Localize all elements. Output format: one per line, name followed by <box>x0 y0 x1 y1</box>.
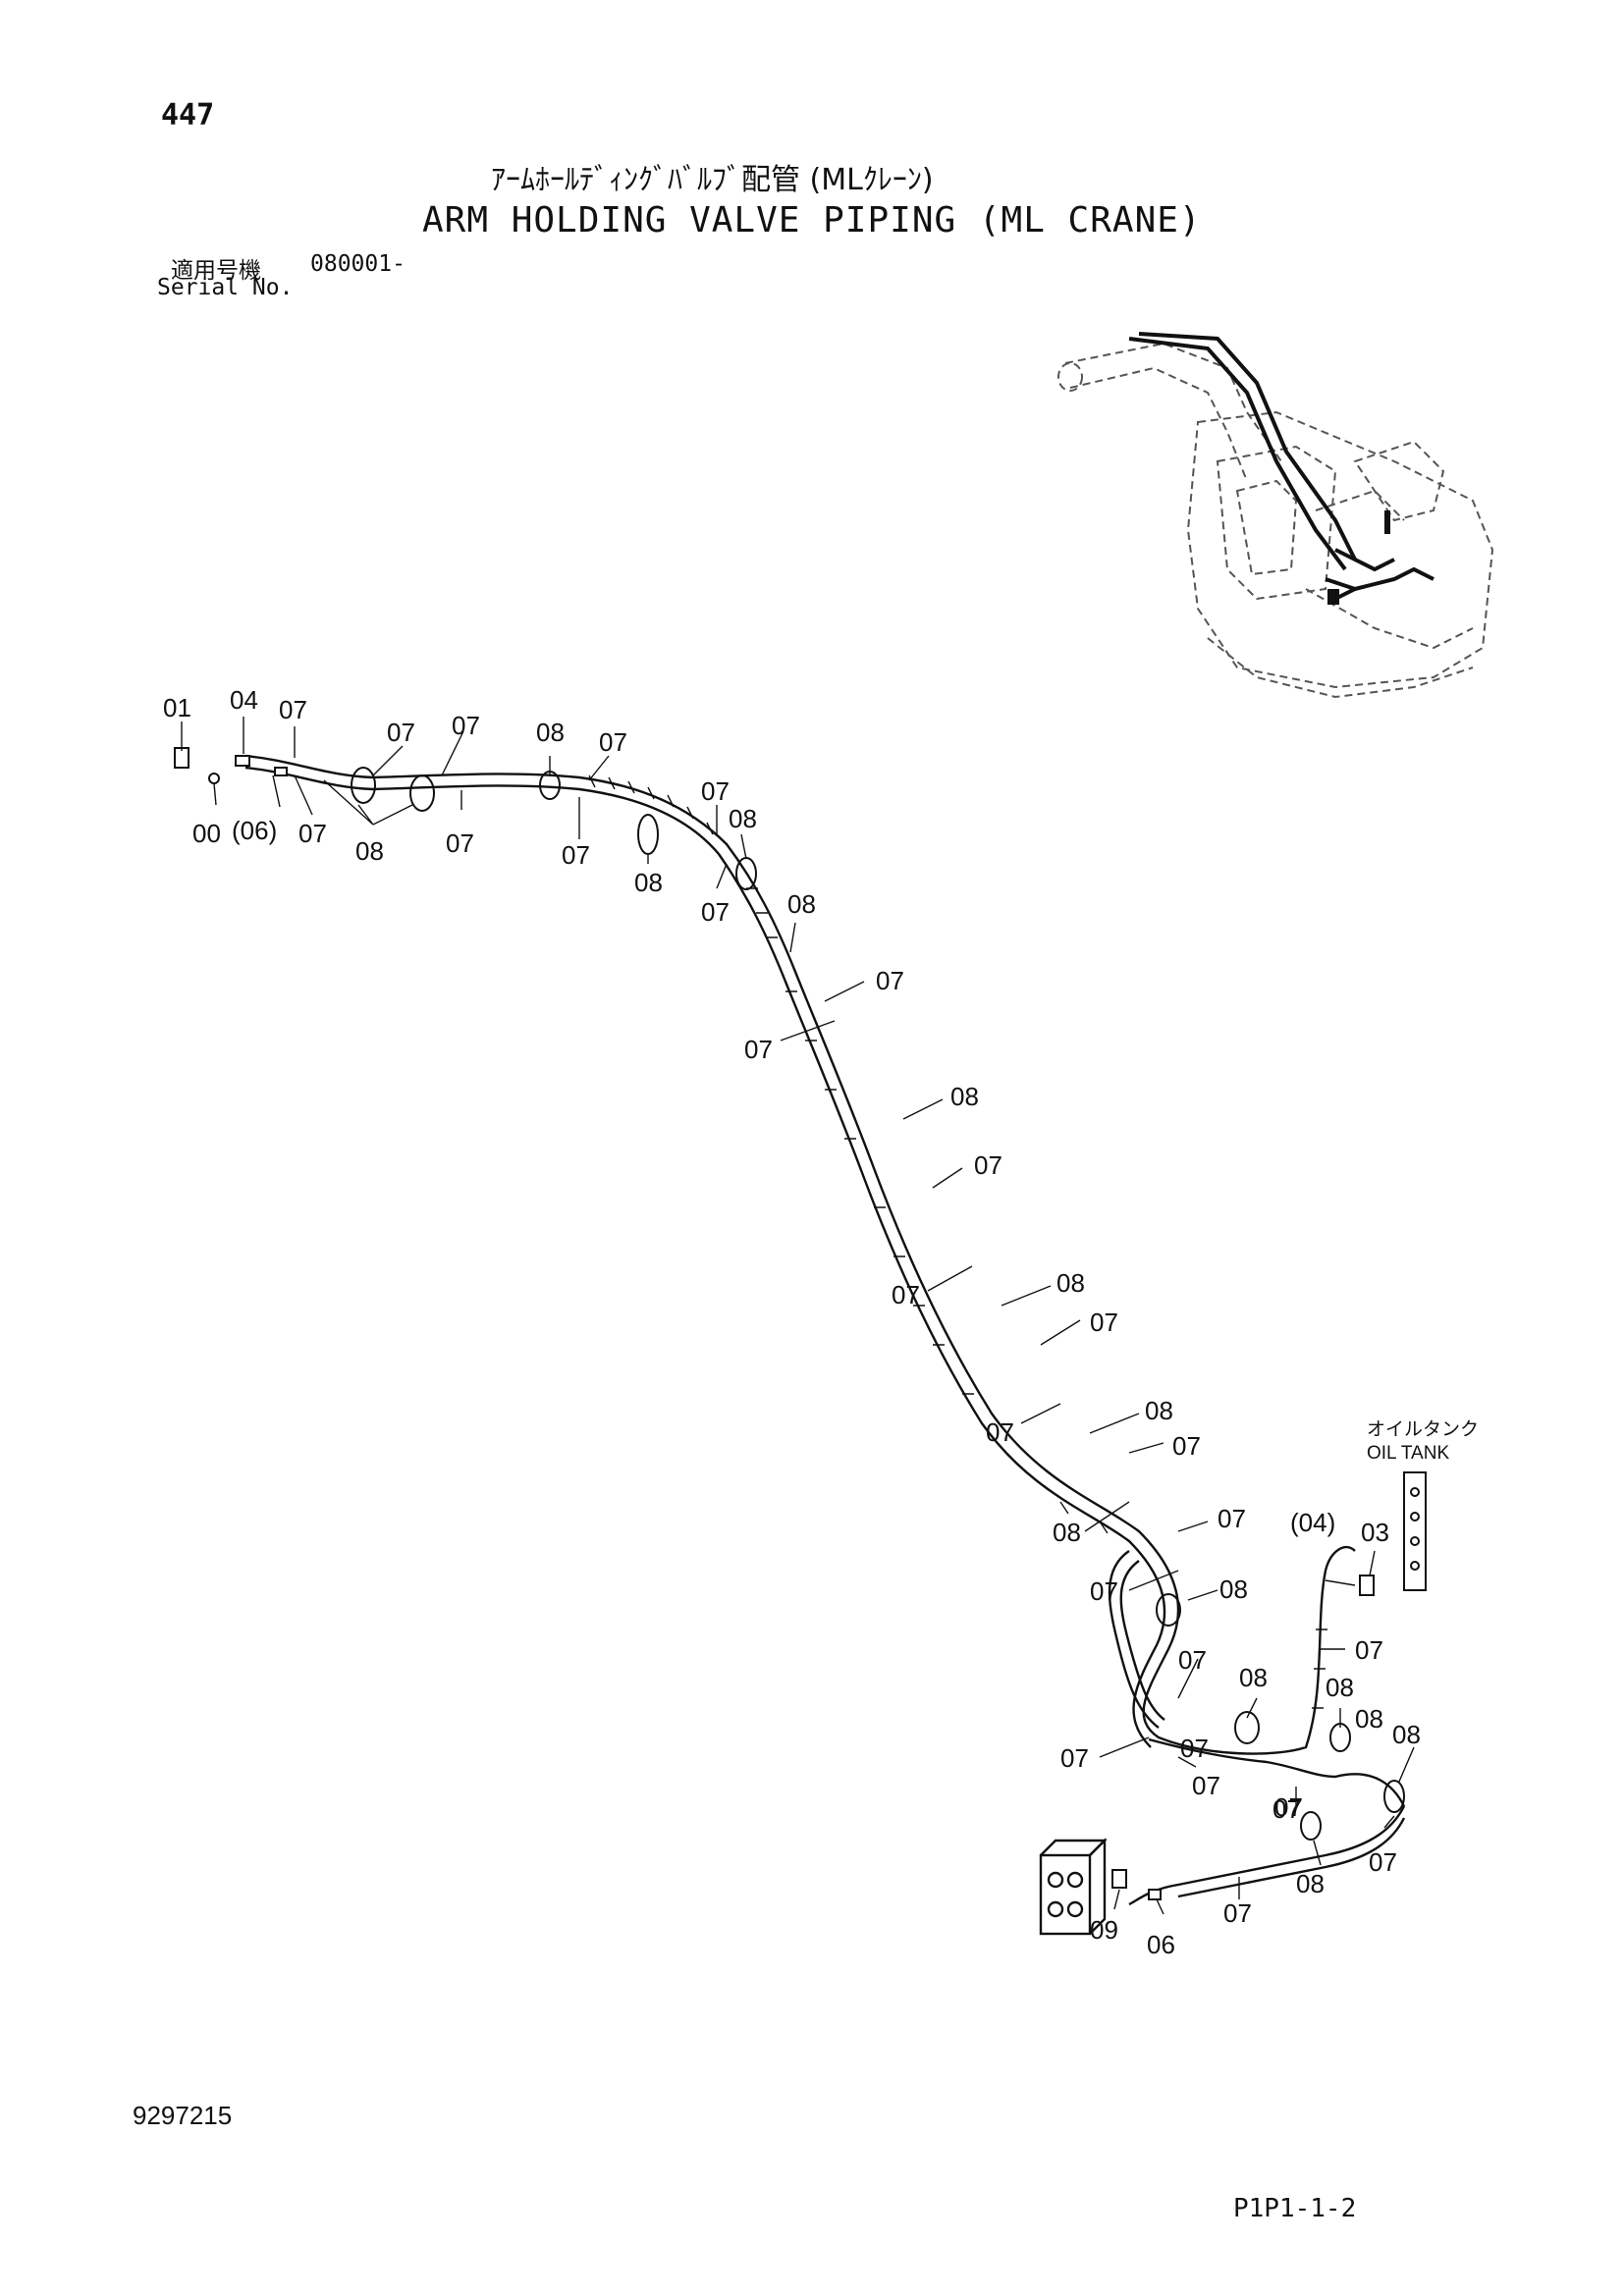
oil-tank-label-en: OIL TANK <box>1367 1443 1449 1464</box>
serial-label-english: Serial No. <box>157 275 294 300</box>
callout-07: 07 <box>986 1417 1014 1447</box>
callout-08: 08 <box>787 889 816 919</box>
callout-08: 08 <box>1355 1704 1383 1734</box>
callout-08: 08 <box>1392 1720 1421 1749</box>
callout-08: 08 <box>1056 1268 1085 1298</box>
title-english: ARM HOLDING VALVE PIPING (ML CRANE) <box>422 200 1202 240</box>
callout-07: 07 <box>452 711 480 740</box>
callout-07: 07 <box>1355 1635 1383 1665</box>
callout-08: 08 <box>950 1082 979 1111</box>
callout-08: 08 <box>1326 1673 1354 1702</box>
callout-06-parenthetical: (06) <box>232 816 277 845</box>
callout-08: 08 <box>1296 1869 1325 1898</box>
serial-label-japanese: 適用号機 <box>171 258 261 284</box>
callout-07: 07 <box>701 776 730 806</box>
document-number: 9297215 <box>133 2101 233 2130</box>
callout-07: 07 <box>701 897 730 927</box>
serial-number-value: 080001- <box>310 251 406 277</box>
callout-07: 07 <box>1192 1771 1220 1800</box>
callout-04-parenthetical: (04) <box>1290 1508 1335 1537</box>
callout-07: 07 <box>387 718 415 747</box>
page-number: 447 <box>161 98 215 133</box>
callout-07: 07 <box>1274 1792 1303 1822</box>
callout-07: 07 <box>1090 1576 1118 1606</box>
arm-holding-valve <box>1039 1838 1108 1936</box>
callout-04: 04 <box>230 685 258 715</box>
callout-07: 07 <box>298 819 327 848</box>
callout-07: 07 <box>1180 1734 1209 1763</box>
callout-leaders <box>181 717 1415 1915</box>
hose-wrap-marks <box>588 774 1327 1709</box>
callout-07: 07 <box>1218 1504 1246 1533</box>
callout-07: 07 <box>562 840 590 870</box>
callout-08: 08 <box>1145 1396 1173 1425</box>
callout-07: 07 <box>1060 1743 1089 1773</box>
callout-07: 07 <box>279 695 307 724</box>
callout-08: 08 <box>355 836 384 866</box>
main-hose <box>244 754 1406 1906</box>
title-japanese: ｱｰﾑﾎｰﾙﾃﾞｨﾝｸﾞﾊﾞﾙﾌﾞ配管 (MLｸﾚｰﾝ) <box>491 163 934 197</box>
callout-08: 08 <box>634 868 663 897</box>
callout-labels: 01 04 07 07 07 08 07 00 (06) 07 08 07 07… <box>163 685 1479 1959</box>
page-code: P1P1-1-2 <box>1233 2194 1357 2223</box>
oil-tank-mount <box>1403 1471 1427 1591</box>
callout-07: 07 <box>599 727 627 757</box>
callout-01: 01 <box>163 693 191 722</box>
callout-07: 07 <box>876 966 904 995</box>
callout-07: 07 <box>1178 1645 1207 1675</box>
callout-07: 07 <box>446 828 474 858</box>
excavator-valve-mark <box>1327 510 1390 605</box>
oil-tank-label-jp: オイルタンク <box>1367 1418 1479 1440</box>
callout-08: 08 <box>1239 1663 1268 1692</box>
callout-07: 07 <box>1223 1898 1252 1928</box>
callout-03: 03 <box>1361 1518 1389 1547</box>
callout-00: 00 <box>192 819 221 848</box>
hose-segment-lower-left <box>1108 1550 1165 1729</box>
callout-08: 08 <box>536 718 565 747</box>
callout-07: 07 <box>1369 1847 1397 1877</box>
excavator-highlighted-pipe <box>1128 332 1435 601</box>
callout-07: 07 <box>1272 1794 1301 1824</box>
callout-07: 07 <box>744 1035 773 1064</box>
callout-07: 07 <box>1172 1431 1201 1461</box>
callout-07: 07 <box>892 1280 920 1309</box>
callout-07: 07 <box>974 1150 1002 1180</box>
excavator-overview-sketch <box>1057 342 1494 699</box>
callout-08: 08 <box>1053 1518 1081 1547</box>
callout-07: 07 <box>1090 1308 1118 1337</box>
callout-09: 09 <box>1090 1915 1118 1945</box>
callout-08: 08 <box>1219 1575 1248 1604</box>
callout-08: 08 <box>729 804 757 833</box>
hose-clamps <box>351 767 1405 1841</box>
callout-06: 06 <box>1147 1930 1175 1959</box>
